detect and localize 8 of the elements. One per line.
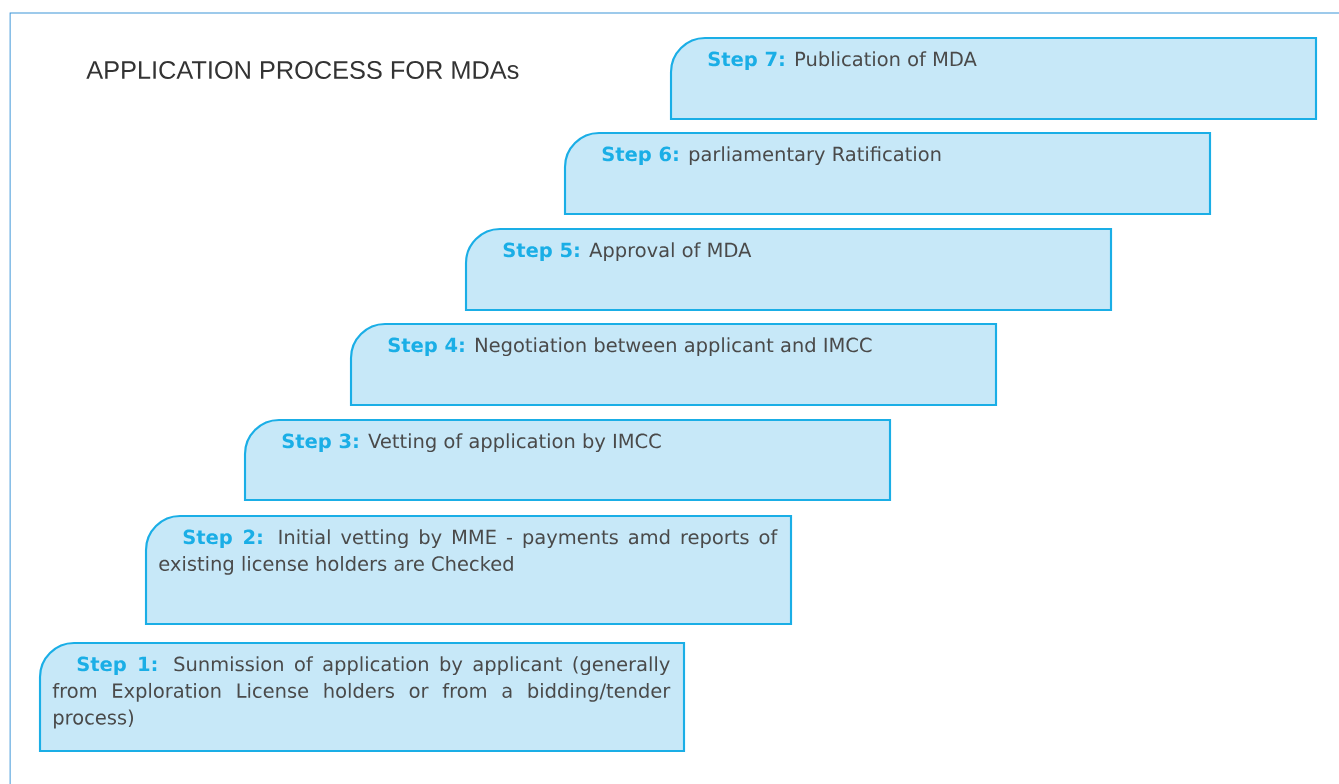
step-box: Step 1: Sunmission of application by applicant (generally from Exploration License holders or from a bidding/tender process) [38,641,686,753]
step-box: Step 5: Approval of MDA [464,227,1113,312]
step-box: Step 6: parliamentary Ratification [563,131,1212,216]
step-box: Step 2: Initial vetting by MME - payments amd reports of existing license holders are Checked [144,514,793,626]
step-box: Step 3: Vetting of application by IMCC [243,418,892,502]
step-box: Step 7: Publication of MDA [669,36,1318,121]
title: APPLICATION PROCESS FOR MDAs [86,61,519,79]
step-box: Step 4: Negotiation between applicant and IMCC [349,322,998,407]
